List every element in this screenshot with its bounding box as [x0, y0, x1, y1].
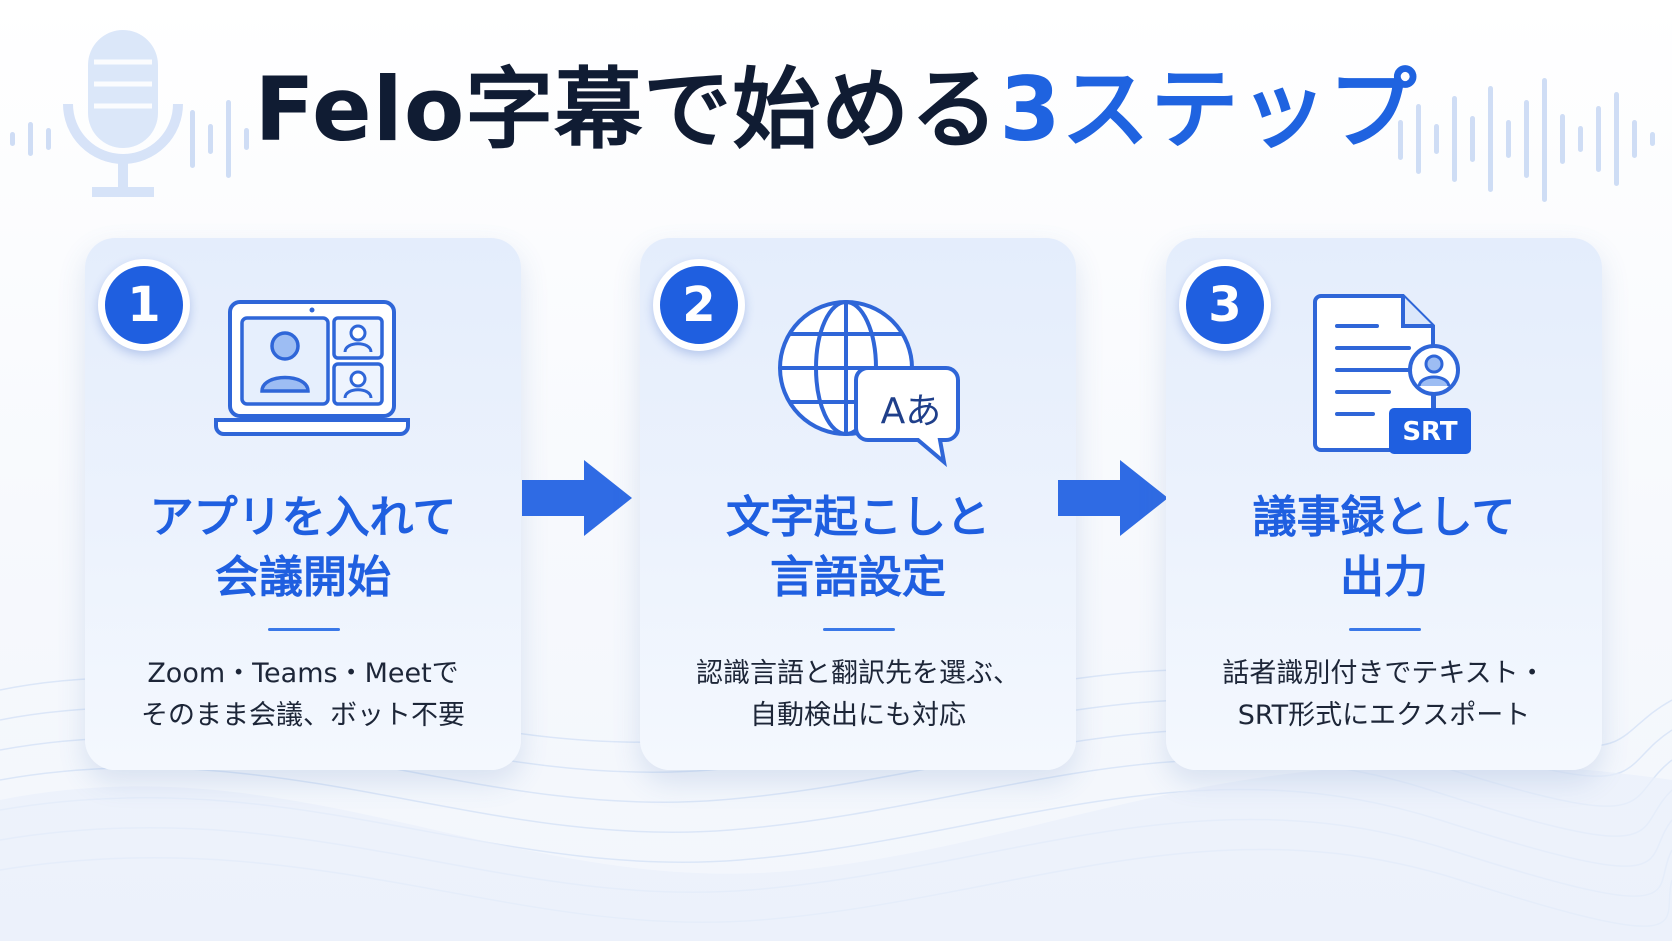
step-desc-line2: そのまま会議、ボット不要 — [141, 700, 465, 731]
step-title-line1: アプリを入れて — [149, 492, 457, 543]
step-title: 議事録として 出力 — [1166, 488, 1602, 608]
step-desc-line1: 認識言語と翻訳先を選ぶ、 — [696, 658, 1020, 689]
laptop-video-call-icon — [214, 300, 410, 436]
step-description: 認識言語と翻訳先を選ぶ、 自動検出にも対応 — [640, 653, 1076, 737]
step-title-line1: 議事録として — [1252, 492, 1516, 543]
divider — [1349, 628, 1421, 631]
step-desc-line2: 自動検出にも対応 — [750, 700, 966, 731]
step-title-line2: 言語設定 — [770, 552, 946, 603]
page-title: Felo字幕で始める3ステップ — [0, 61, 1672, 159]
title-accent: 3ステップ — [999, 58, 1418, 161]
srt-label-text: SRT — [1402, 417, 1458, 447]
step-desc-line2: SRT形式にエクスポート — [1237, 700, 1531, 731]
step-title-line2: 出力 — [1340, 552, 1428, 603]
step-card-3: 3 SRT 議事録として 出力 話者識別付きでテキスト・ SRT形式にエクスポー… — [1166, 238, 1602, 770]
arrow-right-icon — [522, 460, 632, 536]
step-card-1: 1 アプリを入れて 会議開始 Zoom・Teams・Meetで そのまま会議、ボ… — [85, 238, 521, 770]
sound-wave-dots-left — [10, 100, 249, 178]
step-title: 文字起こしと 言語設定 — [640, 488, 1076, 608]
sound-wave-dots-right — [1398, 78, 1655, 202]
step-title: アプリを入れて 会議開始 — [85, 488, 521, 608]
step-number-badge: 3 — [1179, 259, 1271, 351]
document-speaker-srt-icon: SRT — [1313, 294, 1471, 454]
step-number-badge: 1 — [98, 259, 190, 351]
title-main: Felo字幕で始める — [254, 58, 1000, 161]
step-desc-line1: Zoom・Teams・Meetで — [147, 658, 459, 689]
divider — [268, 628, 340, 631]
step-title-line2: 会議開始 — [215, 552, 391, 603]
step-description: Zoom・Teams・Meetで そのまま会議、ボット不要 — [85, 653, 521, 737]
step-number-badge: 2 — [653, 259, 745, 351]
step-card-2: 2 Aあ 文字起こしと 言語設定 認識言語と翻訳先を選ぶ、 自動検出にも対応 — [640, 238, 1076, 770]
step-description: 話者識別付きでテキスト・ SRT形式にエクスポート — [1166, 653, 1602, 737]
divider — [823, 628, 895, 631]
globe-translate-icon: Aあ — [778, 300, 960, 468]
arrow-right-icon — [1058, 460, 1168, 536]
translate-glyph-text: Aあ — [881, 391, 942, 432]
step-title-line1: 文字起こしと — [726, 492, 990, 543]
step-desc-line1: 話者識別付きでテキスト・ — [1222, 658, 1546, 689]
